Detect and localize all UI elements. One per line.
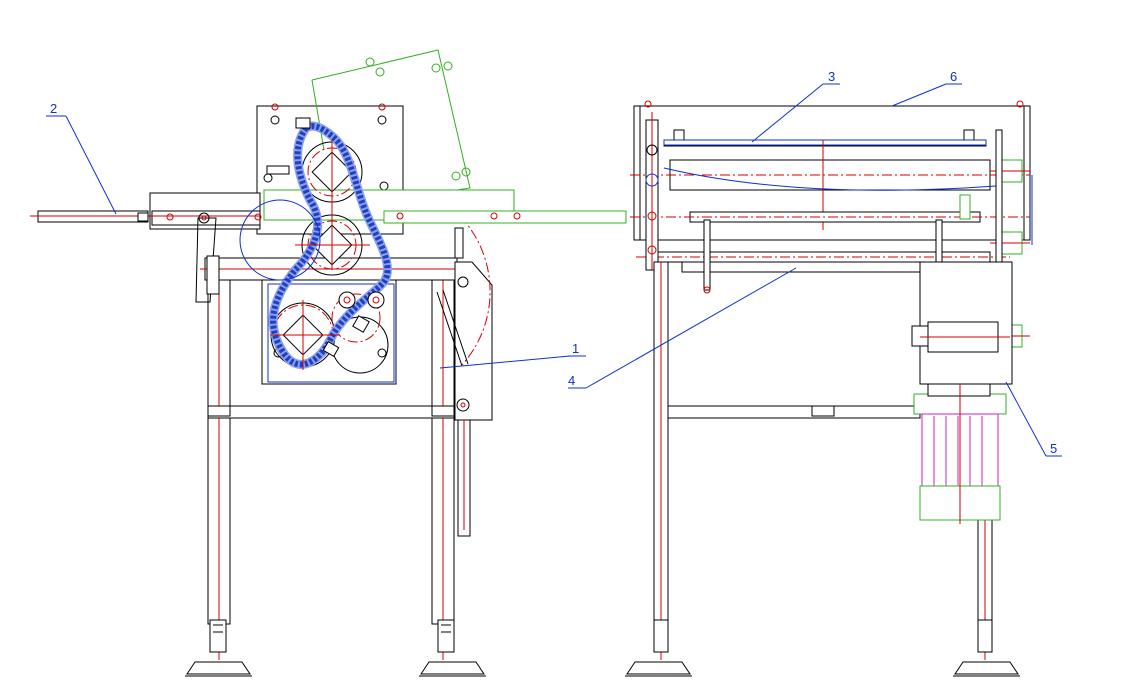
front-frame: [185, 257, 486, 677]
lower-roller: [636, 219, 1010, 294]
drive-side-panel: [911, 261, 1013, 385]
callout-6-label: 6: [950, 69, 957, 84]
callout-4: 4: [568, 267, 797, 389]
callout-5: 5: [1005, 381, 1062, 457]
upper-roller: [630, 139, 1030, 230]
chain-drive: [239, 117, 392, 374]
callout-2: 2: [46, 101, 117, 215]
gear-motor: [913, 383, 1007, 524]
callout-3-label: 3: [828, 69, 835, 84]
callout-3: 3: [751, 69, 840, 143]
callout-1: 1: [439, 341, 586, 369]
callout-5-label: 5: [1050, 441, 1057, 456]
callout-1-label: 1: [572, 341, 579, 356]
callout-6: 6: [891, 69, 962, 107]
callout-2-label: 2: [50, 101, 57, 116]
infeed-table: [30, 192, 262, 303]
side-left-bearings: [645, 112, 659, 271]
swing-arm-bracket: [436, 215, 493, 537]
side-elevation-view: 3 6 4 5: [568, 69, 1062, 677]
callout-4-label: 4: [568, 373, 575, 388]
front-elevation-view: 1 2: [30, 49, 627, 677]
